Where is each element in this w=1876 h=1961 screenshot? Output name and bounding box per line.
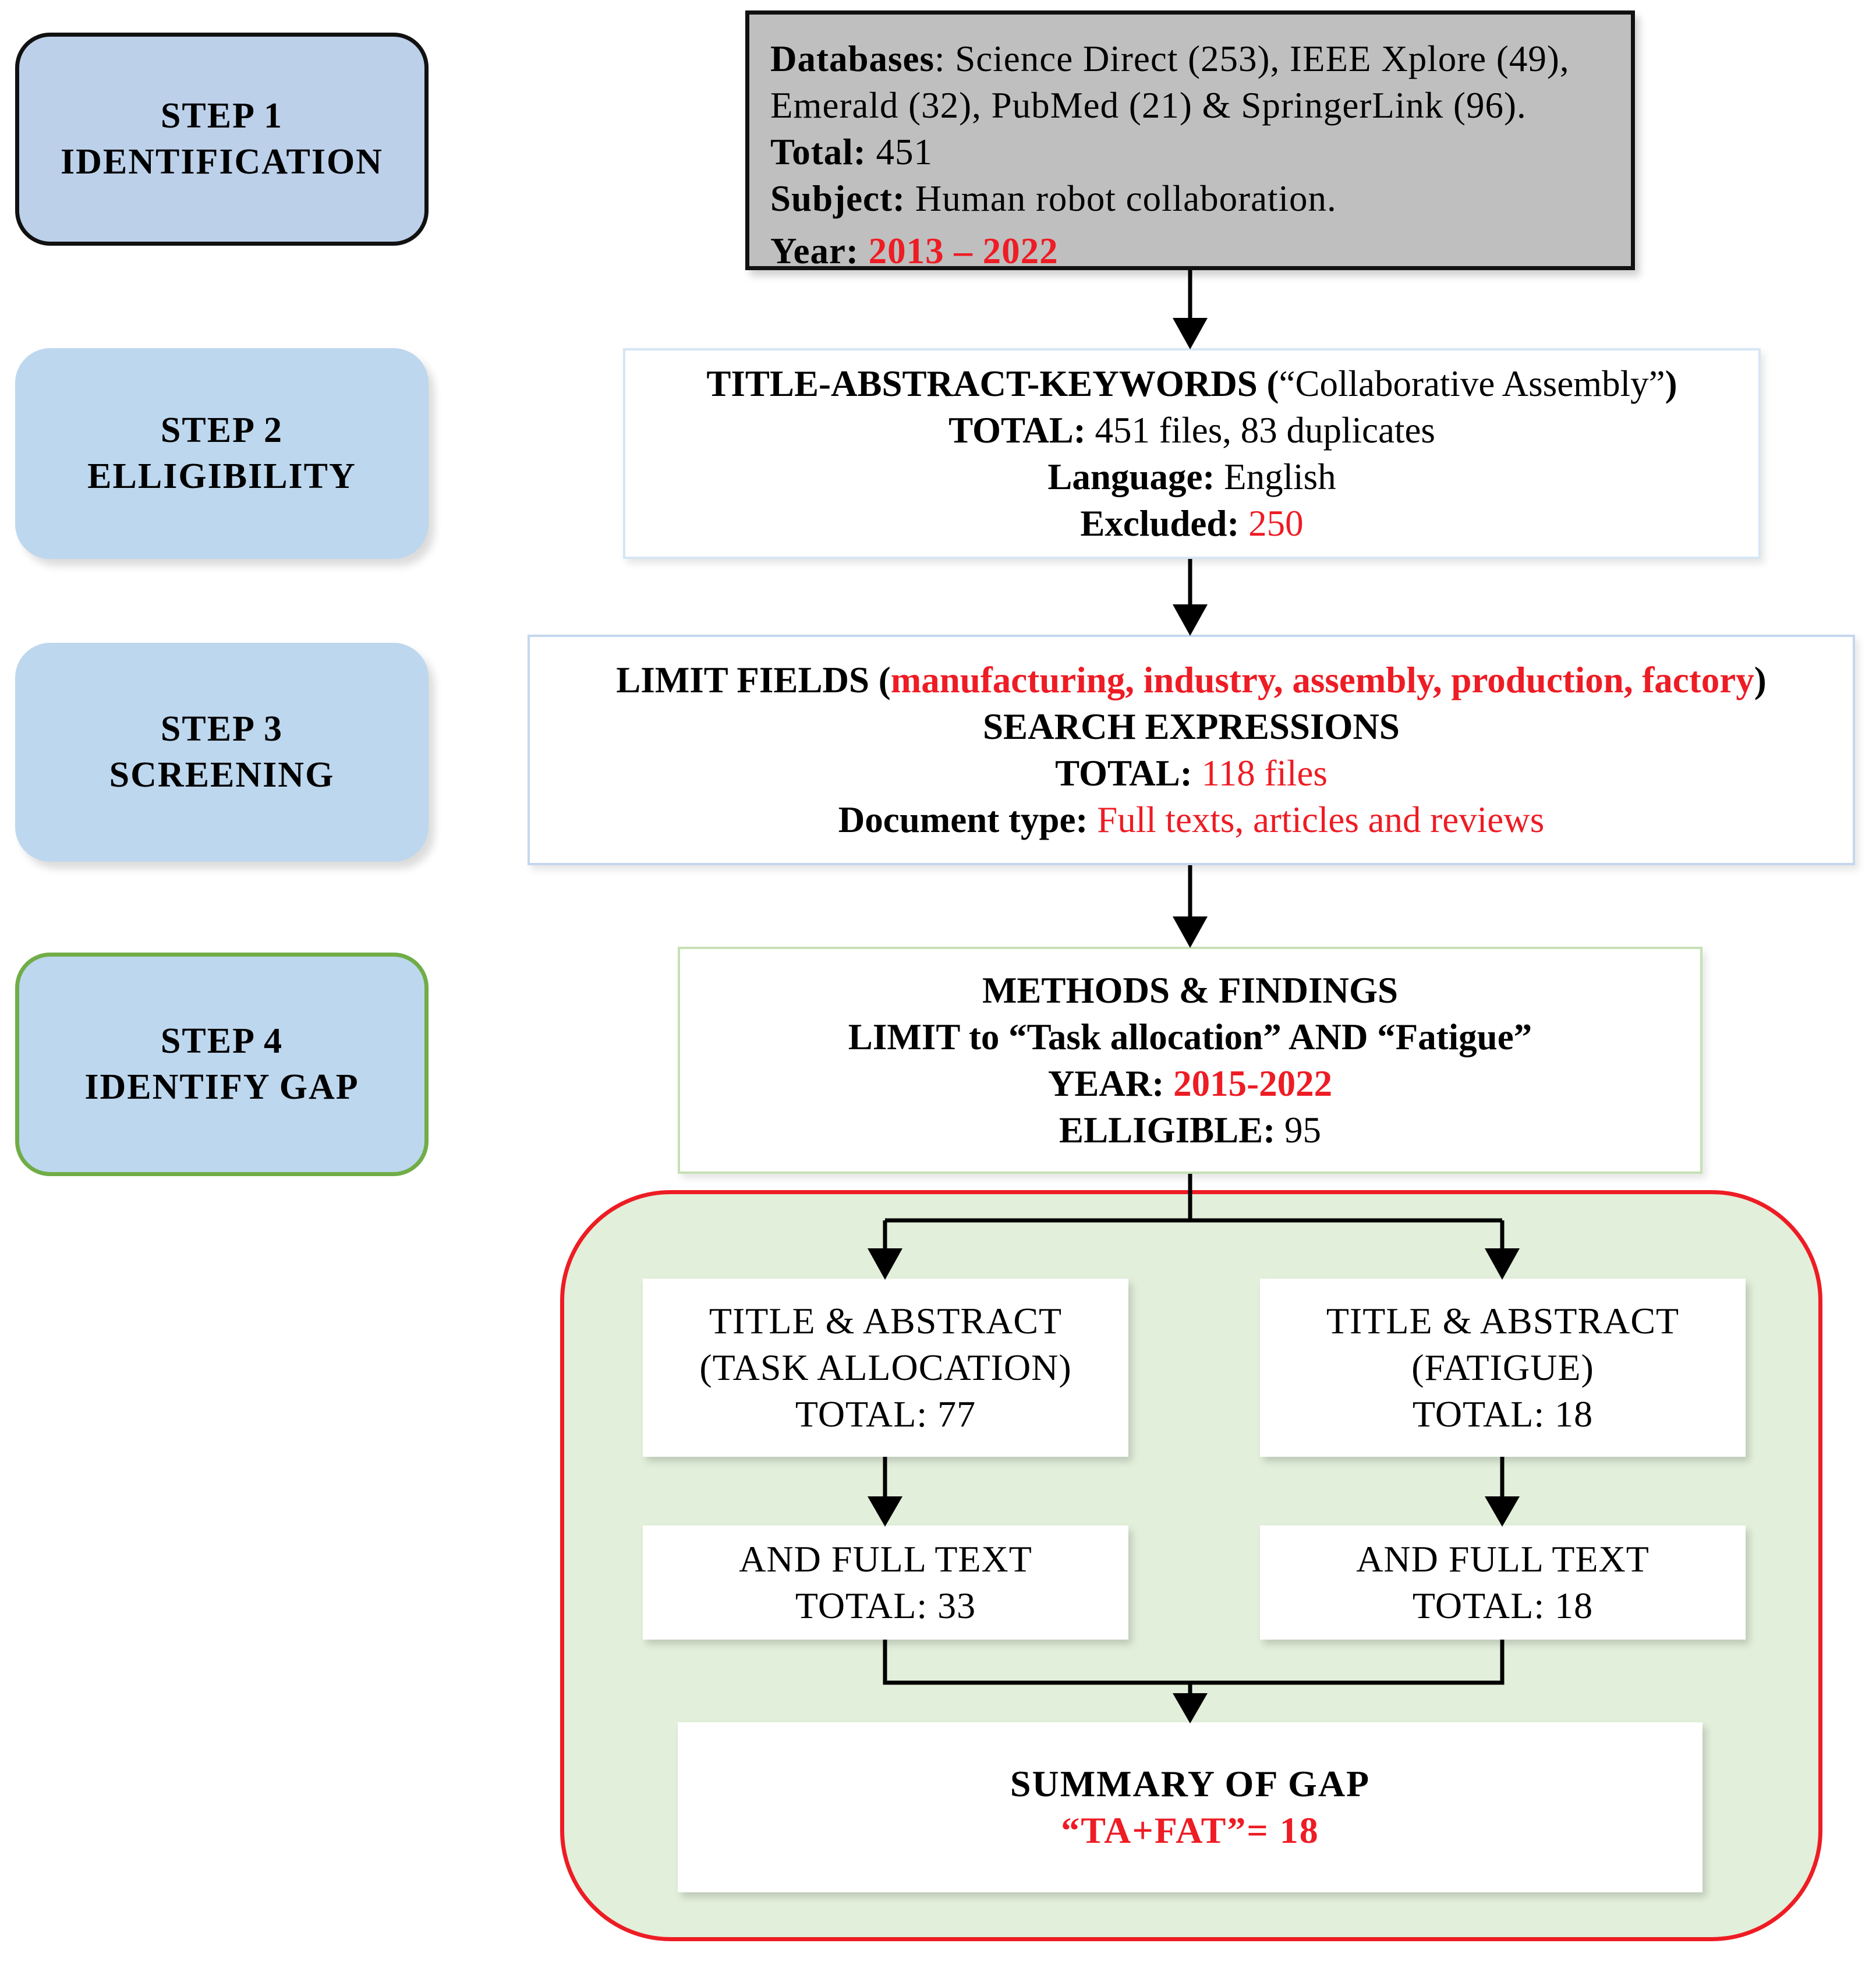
- eligibility-total-line: TOTAL: 451 files, 83 duplicates: [948, 407, 1435, 454]
- identification-box: Databases: Science Direct (253), IEEE Xp…: [745, 10, 1635, 271]
- task-allocation-box: TITLE & ABSTRACT (TASK ALLOCATION) TOTAL…: [643, 1279, 1128, 1457]
- limit-fields-label: LIMIT FIELDS (: [616, 660, 891, 700]
- summary-value-line: “TA+FAT”= 18: [1061, 1807, 1319, 1854]
- gap-year-line: YEAR: 2015-2022: [1048, 1060, 1332, 1107]
- total-line: Total: 451: [770, 129, 1631, 175]
- limit-fields-value: manufacturing, industry, assembly, produ…: [890, 660, 1754, 700]
- gap-year-label: YEAR:: [1047, 1063, 1164, 1104]
- step-2-box: STEP 2 ELLIGIBILITY: [15, 348, 429, 559]
- limit-to-line: LIMIT to “Task allocation” AND “Fatigue”: [848, 1014, 1532, 1060]
- eligibility-total-label: TOTAL:: [948, 410, 1086, 451]
- total-value: 451: [866, 132, 933, 172]
- gap-year-value: 2015-2022: [1173, 1063, 1333, 1104]
- document-type-value: Full texts, articles and reviews: [1097, 799, 1545, 840]
- eligible-value: 95: [1275, 1110, 1321, 1151]
- search-expressions-line: SEARCH EXPRESSIONS: [983, 703, 1400, 750]
- excluded-value: 250: [1248, 503, 1304, 544]
- subject-label: Subject:: [770, 178, 905, 219]
- databases-line-2: Emerald (32), PubMed (21) & SpringerLink…: [770, 85, 1527, 126]
- summary-value: “TA+FAT”= 18: [1061, 1810, 1319, 1851]
- year-line: Year: 2013 – 2022: [770, 228, 1631, 274]
- language-label: Language:: [1047, 456, 1215, 497]
- step-3-box: STEP 3 SCREENING: [15, 643, 429, 862]
- step-3-name: SCREENING: [109, 755, 335, 795]
- fatigue-total: TOTAL: 18: [1412, 1393, 1594, 1435]
- subject-value: Human robot collaboration.: [905, 178, 1337, 219]
- databases-label: Databases: [770, 38, 935, 79]
- screening-total-value: 118 files: [1201, 753, 1328, 794]
- split-left-head: [868, 1248, 902, 1280]
- eligible-line: ELLIGIBLE: 95: [1059, 1107, 1321, 1153]
- step-2-name: ELLIGIBILITY: [87, 456, 356, 496]
- fatigue-full-text-total: TOTAL: 18: [1412, 1585, 1594, 1626]
- keywords-label: TITLE-ABSTRACT-KEYWORDS (: [706, 363, 1279, 404]
- excluded-label: Excluded:: [1080, 503, 1240, 544]
- fatigue-box: TITLE & ABSTRACT (FATIGUE) TOTAL: 18: [1260, 1279, 1746, 1457]
- keywords-close: ): [1665, 363, 1677, 404]
- split-right-head: [1485, 1248, 1520, 1280]
- limit-to-label: LIMIT to “Task allocation” AND “Fatigue”: [848, 1017, 1532, 1057]
- fatigue-line-1: TITLE & ABSTRACT: [1326, 1300, 1680, 1341]
- screening-box: LIMIT FIELDS (manufacturing, industry, a…: [528, 635, 1855, 865]
- search-expressions-label: SEARCH EXPRESSIONS: [983, 706, 1400, 747]
- task-allocation-total: TOTAL: 77: [795, 1393, 976, 1435]
- fatigue-full-text-label: AND FULL TEXT: [1356, 1538, 1650, 1580]
- limit-fields-line: LIMIT FIELDS (manufacturing, industry, a…: [616, 657, 1766, 703]
- screening-total-line: TOTAL: 118 files: [1055, 750, 1328, 797]
- databases-value: : Science Direct (253), IEEE Xplore (49)…: [935, 38, 1570, 79]
- eligibility-box: TITLE-ABSTRACT-KEYWORDS (“Collaborative …: [623, 348, 1761, 559]
- task-allocation-line-1: TITLE & ABSTRACT: [709, 1300, 1063, 1341]
- eligibility-total-value: 451 files, 83 duplicates: [1085, 410, 1435, 451]
- fat-arrow-head: [1485, 1496, 1520, 1527]
- document-type-label: Document type:: [838, 799, 1088, 840]
- methods-findings-box: METHODS & FINDINGS LIMIT to “Task alloca…: [678, 947, 1702, 1174]
- limit-fields-close: ): [1754, 660, 1767, 700]
- arrow-1-head: [1173, 318, 1208, 349]
- step-2-label: STEP 2: [160, 410, 284, 450]
- fatigue-line-2: (FATIGUE): [1411, 1347, 1594, 1388]
- fatigue-full-text-box: AND FULL TEXT TOTAL: 18: [1260, 1525, 1746, 1640]
- step-3-label: STEP 3: [160, 709, 284, 749]
- step-4-label: STEP 4: [160, 1021, 284, 1061]
- task-allocation-full-text-label: AND FULL TEXT: [739, 1538, 1032, 1580]
- language-line: Language: English: [1047, 454, 1336, 500]
- summary-title: SUMMARY OF GAP: [1010, 1761, 1370, 1807]
- task-allocation-full-text-box: AND FULL TEXT TOTAL: 33: [643, 1525, 1128, 1640]
- step-1-name: IDENTIFICATION: [61, 142, 383, 182]
- arrow-3-head: [1173, 916, 1208, 948]
- step-4-name: IDENTIFY GAP: [84, 1067, 359, 1107]
- step-1-box: STEP 1 IDENTIFICATION: [15, 33, 429, 246]
- language-value: English: [1215, 456, 1336, 497]
- document-type-line: Document type: Full texts, articles and …: [838, 797, 1544, 843]
- step-1-label: STEP 1: [160, 95, 284, 136]
- methods-line: METHODS & FINDINGS: [982, 967, 1398, 1014]
- eligible-label: ELLIGIBLE:: [1059, 1110, 1276, 1151]
- summary-title-text: SUMMARY OF GAP: [1010, 1763, 1371, 1804]
- total-label: Total:: [770, 132, 866, 172]
- merge-line: [883, 1640, 1505, 1685]
- methods-label: METHODS & FINDINGS: [982, 970, 1399, 1011]
- year-label: Year:: [770, 231, 859, 271]
- merge-arrow-head: [1173, 1693, 1208, 1723]
- summary-box: SUMMARY OF GAP “TA+FAT”= 18: [678, 1722, 1702, 1892]
- task-allocation-full-text-total: TOTAL: 33: [795, 1585, 976, 1626]
- ta-arrow-head: [868, 1496, 902, 1527]
- databases-line: Databases: Science Direct (253), IEEE Xp…: [770, 36, 1631, 82]
- keywords-value: “Collaborative Assembly”: [1279, 363, 1665, 404]
- excluded-line: Excluded: 250: [1080, 500, 1303, 547]
- subject-line: Subject: Human robot collaboration.: [770, 175, 1631, 222]
- screening-total-label: TOTAL:: [1055, 753, 1192, 794]
- arrow-2-head: [1173, 604, 1208, 636]
- step-4-box: STEP 4 IDENTIFY GAP: [15, 953, 429, 1176]
- year-value: 2013 – 2022: [868, 231, 1059, 271]
- keywords-line: TITLE-ABSTRACT-KEYWORDS (“Collaborative …: [706, 360, 1677, 407]
- task-allocation-line-2: (TASK ALLOCATION): [699, 1347, 1072, 1388]
